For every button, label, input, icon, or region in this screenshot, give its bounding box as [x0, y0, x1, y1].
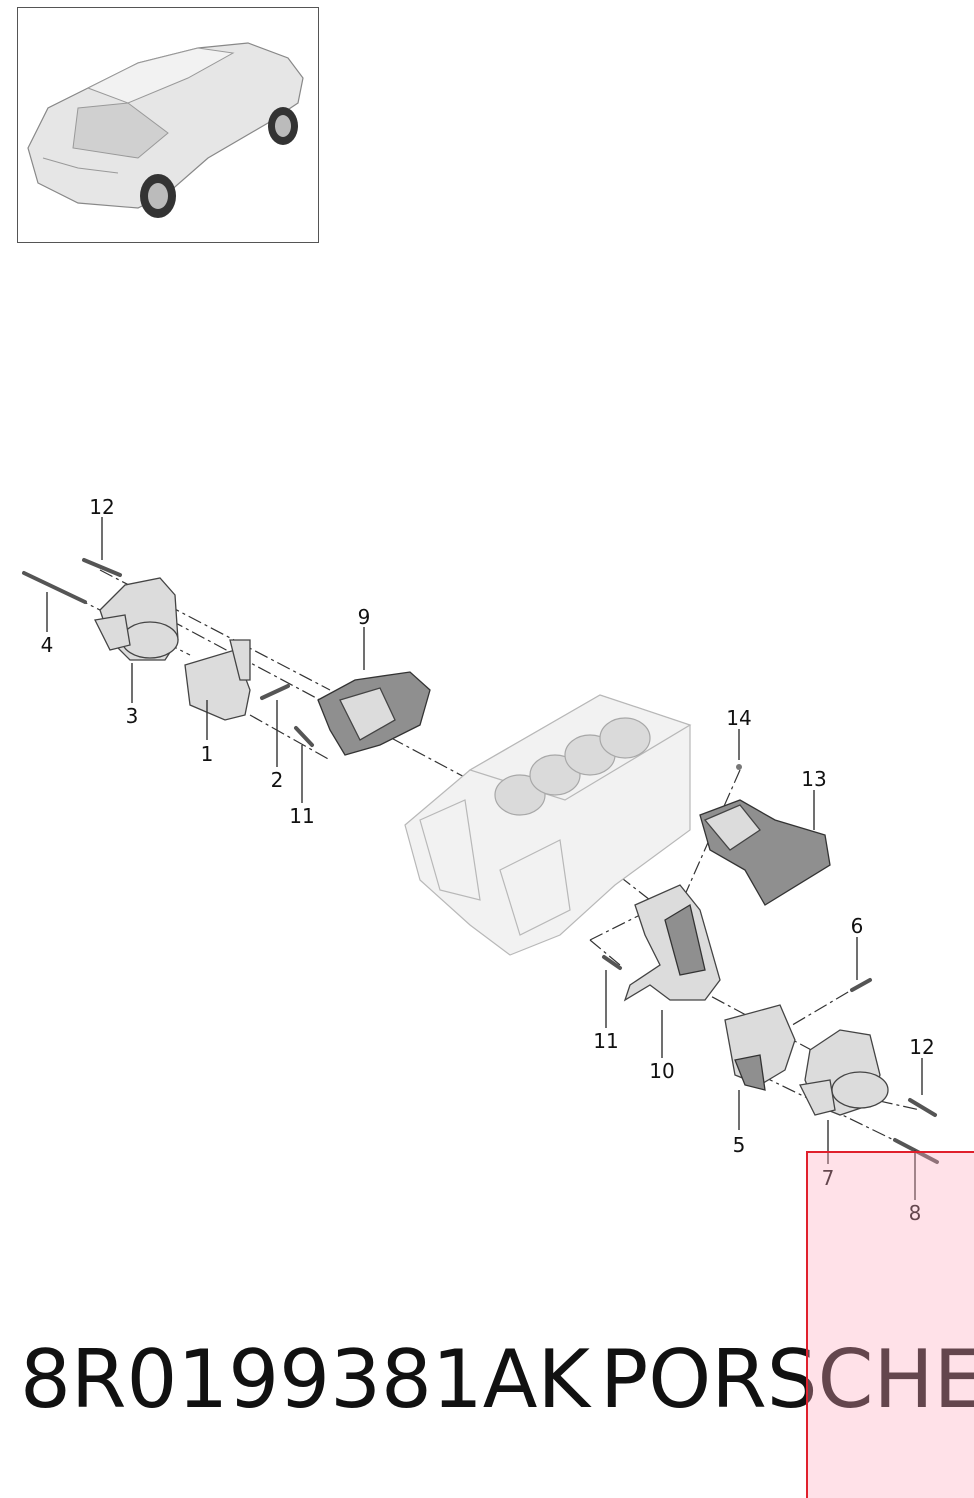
part-12-bolt-right	[908, 1098, 937, 1117]
callout-12-left: 12	[89, 495, 114, 519]
part-13-heat-shield	[699, 799, 831, 906]
part-11-bolt-right	[602, 955, 622, 970]
part-9-left-carrier	[317, 671, 431, 756]
engine-block	[404, 694, 692, 956]
callout-9: 9	[358, 605, 371, 629]
part-2-bolt	[260, 684, 290, 700]
part-10-right-carrier	[623, 884, 721, 1002]
part-number: 8R0199381AK	[20, 1333, 590, 1426]
callout-2: 2	[271, 768, 284, 792]
leader-lines	[46, 517, 923, 1200]
part-5-right-bracket	[724, 1004, 796, 1091]
callout-3: 3	[126, 704, 139, 728]
highlight-region	[806, 1151, 974, 1498]
callout-8: 8	[909, 1201, 922, 1225]
part-6-bolt	[850, 978, 872, 992]
callout-7: 7	[822, 1166, 835, 1190]
part-12-bolt-left	[82, 558, 122, 577]
callout-6: 6	[851, 914, 864, 938]
vehicle-thumbnail	[17, 7, 319, 243]
callout-14: 14	[726, 706, 751, 730]
brand-label: PORSCHE	[600, 1333, 974, 1426]
callout-1: 1	[201, 742, 214, 766]
part-1-left-bracket	[184, 639, 251, 721]
callout-13: 13	[801, 767, 826, 791]
part-11-bolt-left	[294, 726, 314, 747]
part-3-left-engine-mount	[94, 577, 179, 661]
part-14-nut	[736, 764, 742, 770]
part-4-bolt	[22, 571, 87, 604]
part-7-right-engine-mount	[799, 1029, 889, 1116]
callout-10: 10	[649, 1059, 674, 1083]
callout-labels: 12 4 3 1 9 2 11 14 13 6 11 10 12 5 7 8	[41, 495, 935, 1225]
car-suv-rear-view-icon	[27, 42, 304, 218]
callout-5: 5	[733, 1133, 746, 1157]
callout-12-right: 12	[909, 1035, 934, 1059]
callout-11-right: 11	[593, 1029, 618, 1053]
callout-11-left: 11	[289, 804, 314, 828]
callout-4: 4	[41, 633, 54, 657]
